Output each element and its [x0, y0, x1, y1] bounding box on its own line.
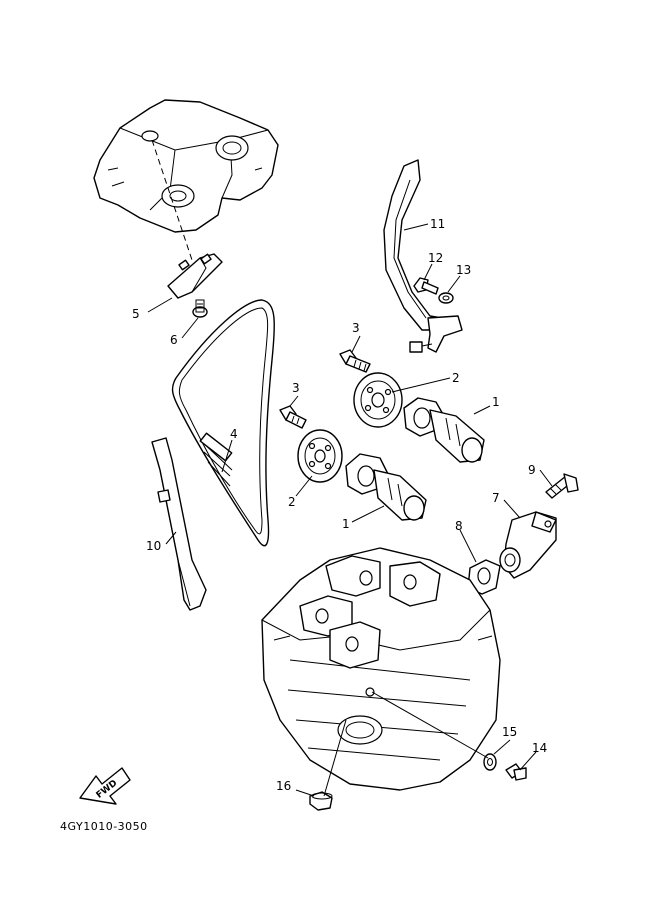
part-5-chain-guide-stopper	[167, 253, 223, 299]
callout-13: 13	[456, 263, 471, 277]
fwd-arrow-icon: FWD	[79, 767, 131, 805]
callout-6: 6	[170, 333, 178, 347]
part-16-dowel-pin	[309, 791, 333, 811]
part-10-chain-guide	[151, 437, 207, 611]
part-6-bolt	[192, 299, 208, 318]
callout-3: 3	[352, 321, 360, 335]
callout-1: 1	[342, 517, 350, 531]
leader-lines	[147, 223, 553, 797]
callout-11: 11	[430, 217, 445, 231]
part-3-bolt-upper	[339, 349, 371, 373]
callout-14: 14	[532, 741, 547, 755]
part-11-chain-guide-exhaust	[383, 159, 463, 353]
document-code: 4GY1010-3050	[60, 820, 148, 833]
callout-15: 15	[502, 725, 517, 739]
callout-12: 12	[428, 251, 443, 265]
callout-2: 2	[452, 371, 460, 385]
part-2-sprocket-lower	[297, 429, 343, 483]
callout-9: 9	[528, 463, 536, 477]
callout-1: 1	[492, 395, 500, 409]
part-2-sprocket-upper	[353, 372, 403, 428]
part-1-camshaft-upper	[403, 397, 485, 463]
callout-16: 16	[276, 779, 291, 793]
callout-3: 3	[292, 381, 300, 395]
callout-7: 7	[492, 491, 500, 505]
part-7-cam-chain-tensioner	[499, 511, 557, 579]
part-1-camshaft-lower	[345, 453, 427, 521]
callout-4: 4	[230, 427, 238, 441]
part-4-timing-chain	[171, 299, 275, 547]
callout-5: 5	[132, 307, 140, 321]
part-14-bolt	[505, 763, 527, 781]
callout-2: 2	[288, 495, 296, 509]
part-3-bolt-lower	[279, 405, 307, 429]
callout-labels: 1 1 2 2 3 3 4 5 6 7 8 9 10 11 12 13 14 1…	[132, 217, 547, 793]
cylinder-head	[261, 547, 501, 791]
part-13-washer	[438, 292, 454, 304]
part-9-bolt	[545, 473, 579, 499]
part-12-bolt	[413, 277, 439, 295]
callout-8: 8	[455, 519, 463, 533]
cylinder-head-cover	[93, 99, 279, 273]
callout-10: 10	[146, 539, 161, 553]
